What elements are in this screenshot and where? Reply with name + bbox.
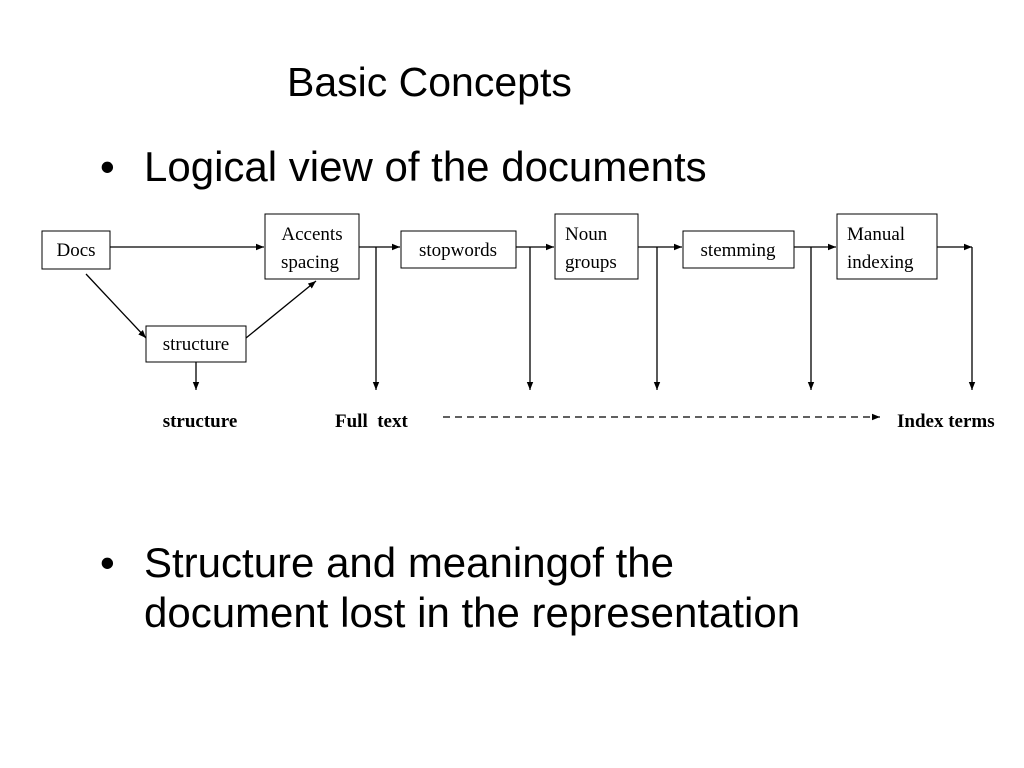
- node-stemming-label: stemming: [701, 240, 776, 261]
- output-full-text-label: Full text: [335, 411, 408, 432]
- node-accents-label-2: spacing: [281, 252, 340, 273]
- node-noun-label-2: groups: [565, 252, 617, 273]
- node-stopwords: stopwords: [400, 230, 517, 269]
- node-stopwords-label: stopwords: [419, 240, 497, 261]
- node-accents-label-1: Accents: [281, 224, 342, 245]
- node-docs-label: Docs: [56, 240, 95, 261]
- node-noun-label-1: Noun: [565, 224, 608, 245]
- bullet-text-line-1: Structure and meaningof the: [144, 539, 675, 586]
- node-docs: Docs: [41, 230, 111, 270]
- arrow-docs-to-structure: [85, 273, 147, 339]
- bullet-marker: •: [100, 539, 115, 586]
- bullet-text: Logical view of the documents: [144, 143, 707, 190]
- node-manual-label-1: Manual: [847, 224, 905, 245]
- node-stemming: stemming: [682, 230, 795, 269]
- node-structure-label: structure: [163, 334, 229, 355]
- bullet-text-line-2: document lost in the representation: [144, 589, 801, 636]
- output-index-terms-label: Index terms: [897, 411, 995, 432]
- arrow-structure-to-accents: [245, 280, 317, 339]
- node-manual-indexing: Manual indexing: [836, 213, 938, 280]
- node-structure: structure: [145, 325, 247, 363]
- bullet-marker: •: [100, 143, 115, 190]
- output-structure-label: structure: [163, 411, 238, 432]
- node-accents-spacing: Accents spacing: [264, 213, 360, 280]
- slide-title: Basic Concepts: [287, 59, 572, 105]
- node-noun-groups: Noun groups: [554, 213, 639, 280]
- node-manual-label-2: indexing: [847, 252, 914, 273]
